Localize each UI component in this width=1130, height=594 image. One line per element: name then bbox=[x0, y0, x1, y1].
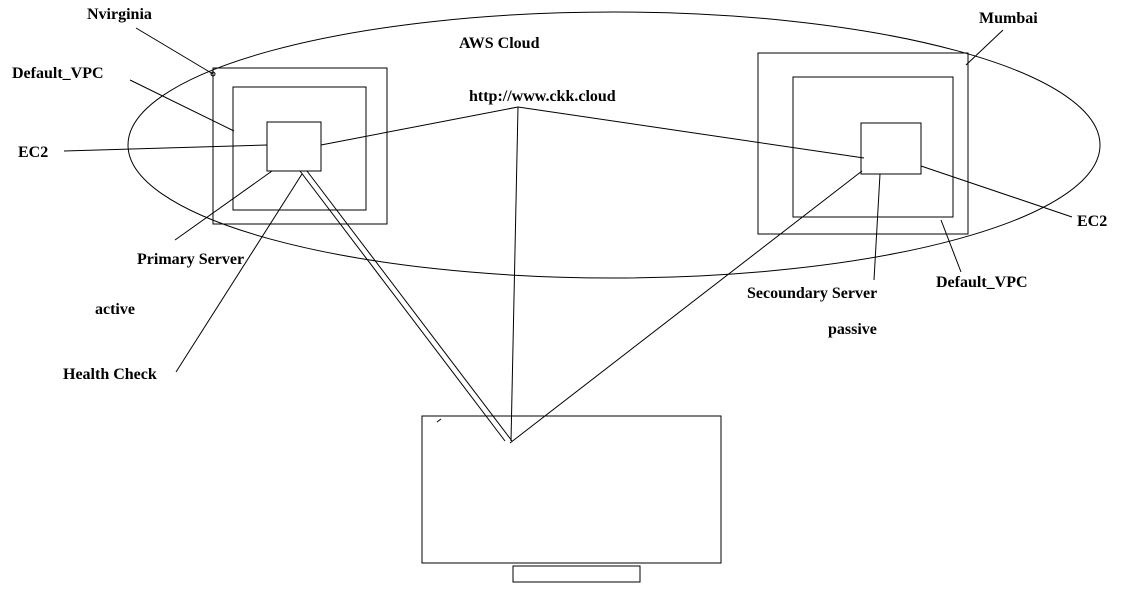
label-ec2-left: EC2 bbox=[18, 144, 48, 161]
client-to-secondary-line bbox=[509, 170, 863, 444]
client-to-primary-line-a bbox=[299, 170, 506, 442]
ec2-right-leader-line bbox=[920, 165, 1073, 218]
client-monitor-stand bbox=[512, 565, 641, 583]
nvirginia-vpc-box bbox=[232, 86, 367, 211]
label-primary-server: Primary Server bbox=[137, 251, 244, 268]
label-url: http://www.ckk.cloud bbox=[469, 88, 616, 105]
secondary-server-leader-line bbox=[873, 173, 881, 281]
monitor-reflection-mark bbox=[436, 418, 442, 423]
label-default-vpc-left: Default_VPC bbox=[12, 65, 104, 82]
label-active: active bbox=[95, 301, 135, 318]
default-vpc-left-leader-line bbox=[129, 79, 235, 132]
mumbai-leader-line bbox=[965, 29, 1004, 66]
label-passive: passive bbox=[828, 321, 877, 338]
label-secondary-server: Secoundary Server bbox=[747, 285, 877, 302]
default-vpc-right-leader-line bbox=[940, 219, 962, 273]
client-monitor bbox=[421, 415, 722, 564]
mumbai-ec2-box bbox=[860, 122, 922, 175]
nvirginia-leader-dot bbox=[210, 71, 216, 77]
ec2-left-leader-line bbox=[63, 144, 268, 152]
label-default-vpc-right: Default_VPC bbox=[936, 274, 1028, 291]
label-ec2-right: EC2 bbox=[1077, 213, 1107, 230]
primary-server-leader-line bbox=[174, 170, 273, 241]
mumbai-vpc-box bbox=[792, 76, 954, 218]
url-to-secondary-line bbox=[517, 106, 865, 159]
health-check-leader-line bbox=[175, 173, 303, 373]
nvirginia-leader-line bbox=[135, 27, 214, 75]
nvirginia-region-box bbox=[212, 67, 388, 225]
mumbai-region-box bbox=[757, 52, 969, 235]
label-health-check: Health Check bbox=[63, 366, 157, 383]
label-aws-cloud: AWS Cloud bbox=[459, 35, 540, 52]
url-to-primary-line bbox=[320, 106, 519, 146]
nvirginia-ec2-box bbox=[266, 121, 322, 172]
label-nvirginia: Nvirginia bbox=[87, 6, 152, 23]
aws-cloud-ellipse bbox=[127, 11, 1101, 279]
label-mumbai: Mumbai bbox=[979, 10, 1038, 27]
url-to-client-line bbox=[510, 106, 519, 442]
client-to-primary-line-b bbox=[306, 170, 513, 442]
